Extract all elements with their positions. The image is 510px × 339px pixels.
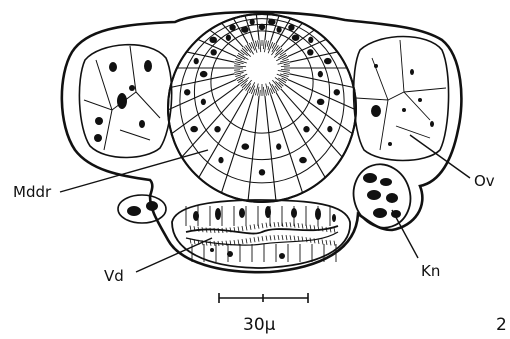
label-kn: Kn [421, 262, 440, 280]
figure-number: 2 [496, 315, 507, 335]
scale-bar-label: 30μ [243, 315, 276, 335]
vas-deferens [172, 200, 350, 268]
ov-leader [410, 135, 470, 178]
ovary [354, 37, 449, 161]
label-mddr: Mddr [13, 183, 52, 201]
left-gland [79, 45, 171, 158]
vd-leader [136, 238, 212, 272]
scale-bar: 30μ [219, 293, 308, 335]
small-gland-left [118, 195, 166, 223]
label-vd: Vd [104, 267, 124, 285]
label-ov: Ov [474, 172, 495, 190]
midgut-gland [168, 14, 356, 202]
